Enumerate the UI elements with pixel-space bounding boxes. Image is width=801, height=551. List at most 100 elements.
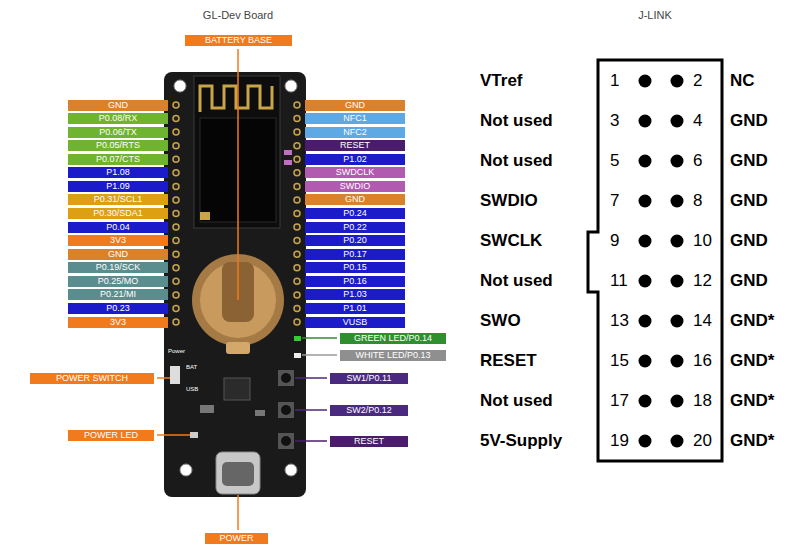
silkscreen-text: Power — [168, 348, 185, 355]
pin-label-box: P0.30/SDA1 — [68, 208, 168, 219]
button — [278, 433, 294, 449]
pin — [173, 305, 179, 311]
signal-name: GND — [730, 151, 768, 171]
signal-name: SWCLK — [480, 231, 542, 251]
pin-label-box: GREEN LED/P0.14 — [340, 333, 446, 344]
pin-label: GREEN LED/P0.14 — [340, 333, 446, 344]
pin-number: 12 — [693, 271, 712, 291]
pin-dot — [671, 435, 684, 448]
signal-name: Not used — [480, 111, 553, 131]
pin-label-box: P1.01 — [305, 303, 405, 314]
pin-label-box: 3V3 — [68, 235, 168, 246]
pin-number: 19 — [610, 431, 629, 451]
pin-dot — [671, 315, 684, 328]
signal-name: 5V-Supply — [480, 431, 562, 451]
pin — [294, 116, 300, 122]
pin — [173, 143, 179, 149]
pin-label: P0.08/RX — [68, 113, 168, 124]
pin-label-box: SWDIO — [305, 181, 405, 192]
pin — [173, 211, 179, 217]
pad — [284, 160, 292, 165]
pin-number: 5 — [610, 151, 619, 171]
pin-label-box: P1.09 — [68, 181, 168, 192]
pin-dot — [639, 315, 652, 328]
pin-dot — [639, 435, 652, 448]
pin — [294, 143, 300, 149]
pin — [173, 170, 179, 176]
pin — [173, 129, 179, 135]
pin-number: 4 — [693, 111, 702, 131]
signal-name: GND* — [730, 391, 774, 411]
signal-name: GND* — [730, 431, 774, 451]
pin-label: WHITE LED/P0.13 — [340, 350, 446, 361]
pin-label: RESET — [305, 140, 405, 151]
pin-dot — [671, 195, 684, 208]
pin-label: P1.01 — [305, 303, 405, 314]
pin-label-box: SW1/P0.11 — [330, 373, 408, 384]
pin-label-box: P0.04 — [68, 222, 168, 233]
pin — [173, 224, 179, 230]
pin-label-box: WHITE LED/P0.13 — [340, 350, 446, 361]
pin-label: NFC2 — [305, 127, 405, 138]
pin-label: SWDCLK — [305, 167, 405, 178]
pin — [173, 183, 179, 189]
pin-number: 18 — [693, 391, 712, 411]
silkscreen-text: BAT — [186, 364, 197, 371]
leader-line — [295, 409, 327, 411]
pin — [173, 156, 179, 162]
pin-dot — [671, 235, 684, 248]
pin-label-box: P0.16 — [305, 276, 405, 287]
signal-name: GND* — [730, 351, 774, 371]
pin-dot — [671, 355, 684, 368]
pin-label: POWER SWITCH — [30, 373, 154, 384]
pin-label: POWER LED — [68, 430, 154, 441]
pin-label-box: P0.15 — [305, 262, 405, 273]
pin-label: GND — [305, 100, 405, 111]
pin-dot — [639, 115, 652, 128]
pin-label-box: SWDCLK — [305, 167, 405, 178]
pin-label: P1.02 — [305, 154, 405, 165]
pin — [294, 305, 300, 311]
pin-label: P0.15 — [305, 262, 405, 273]
pin-label-box: P0.21/MI — [68, 289, 168, 300]
pin — [294, 251, 300, 257]
pin-label-box: GND — [68, 249, 168, 260]
pin-label-box: P0.24 — [305, 208, 405, 219]
pin-label: P1.08 — [68, 167, 168, 178]
pin-dot — [639, 75, 652, 88]
signal-name: Not used — [480, 151, 553, 171]
pin — [294, 319, 300, 325]
pin-label-box: P0.17 — [305, 249, 405, 260]
signal-name: Not used — [480, 271, 553, 291]
pin — [294, 170, 300, 176]
pin-label-box: P0.25/MO — [68, 276, 168, 287]
pin-label: P0.05/RTS — [68, 140, 168, 151]
pin-label: 3V3 — [68, 317, 168, 328]
pin-label: GND — [68, 249, 168, 260]
component — [200, 405, 214, 413]
signal-name: GND — [730, 191, 768, 211]
pin-label-box: BATTERY BASE — [185, 35, 292, 46]
pin-label: P0.23 — [68, 303, 168, 314]
pin-label: P0.06/TX — [68, 127, 168, 138]
pin — [294, 197, 300, 203]
pin-dot — [671, 155, 684, 168]
pin-dot — [671, 395, 684, 408]
pin — [294, 265, 300, 271]
pin-dot — [639, 155, 652, 168]
pin — [294, 156, 300, 162]
pin-label: P1.09 — [68, 181, 168, 192]
pin-label: 3V3 — [68, 235, 168, 246]
button — [281, 373, 291, 383]
pin-label: P0.31/SCL1 — [68, 194, 168, 205]
pin-label-box: GND — [68, 100, 168, 111]
pin-label-box: POWER SWITCH — [30, 373, 154, 384]
pin — [294, 224, 300, 230]
pin-dot — [671, 75, 684, 88]
signal-name: GND — [730, 111, 768, 131]
pin — [294, 278, 300, 284]
pin-label-box: POWER LED — [68, 430, 154, 441]
pin-row — [173, 102, 300, 325]
pin-dot — [671, 275, 684, 288]
jlink-connector — [588, 60, 722, 461]
